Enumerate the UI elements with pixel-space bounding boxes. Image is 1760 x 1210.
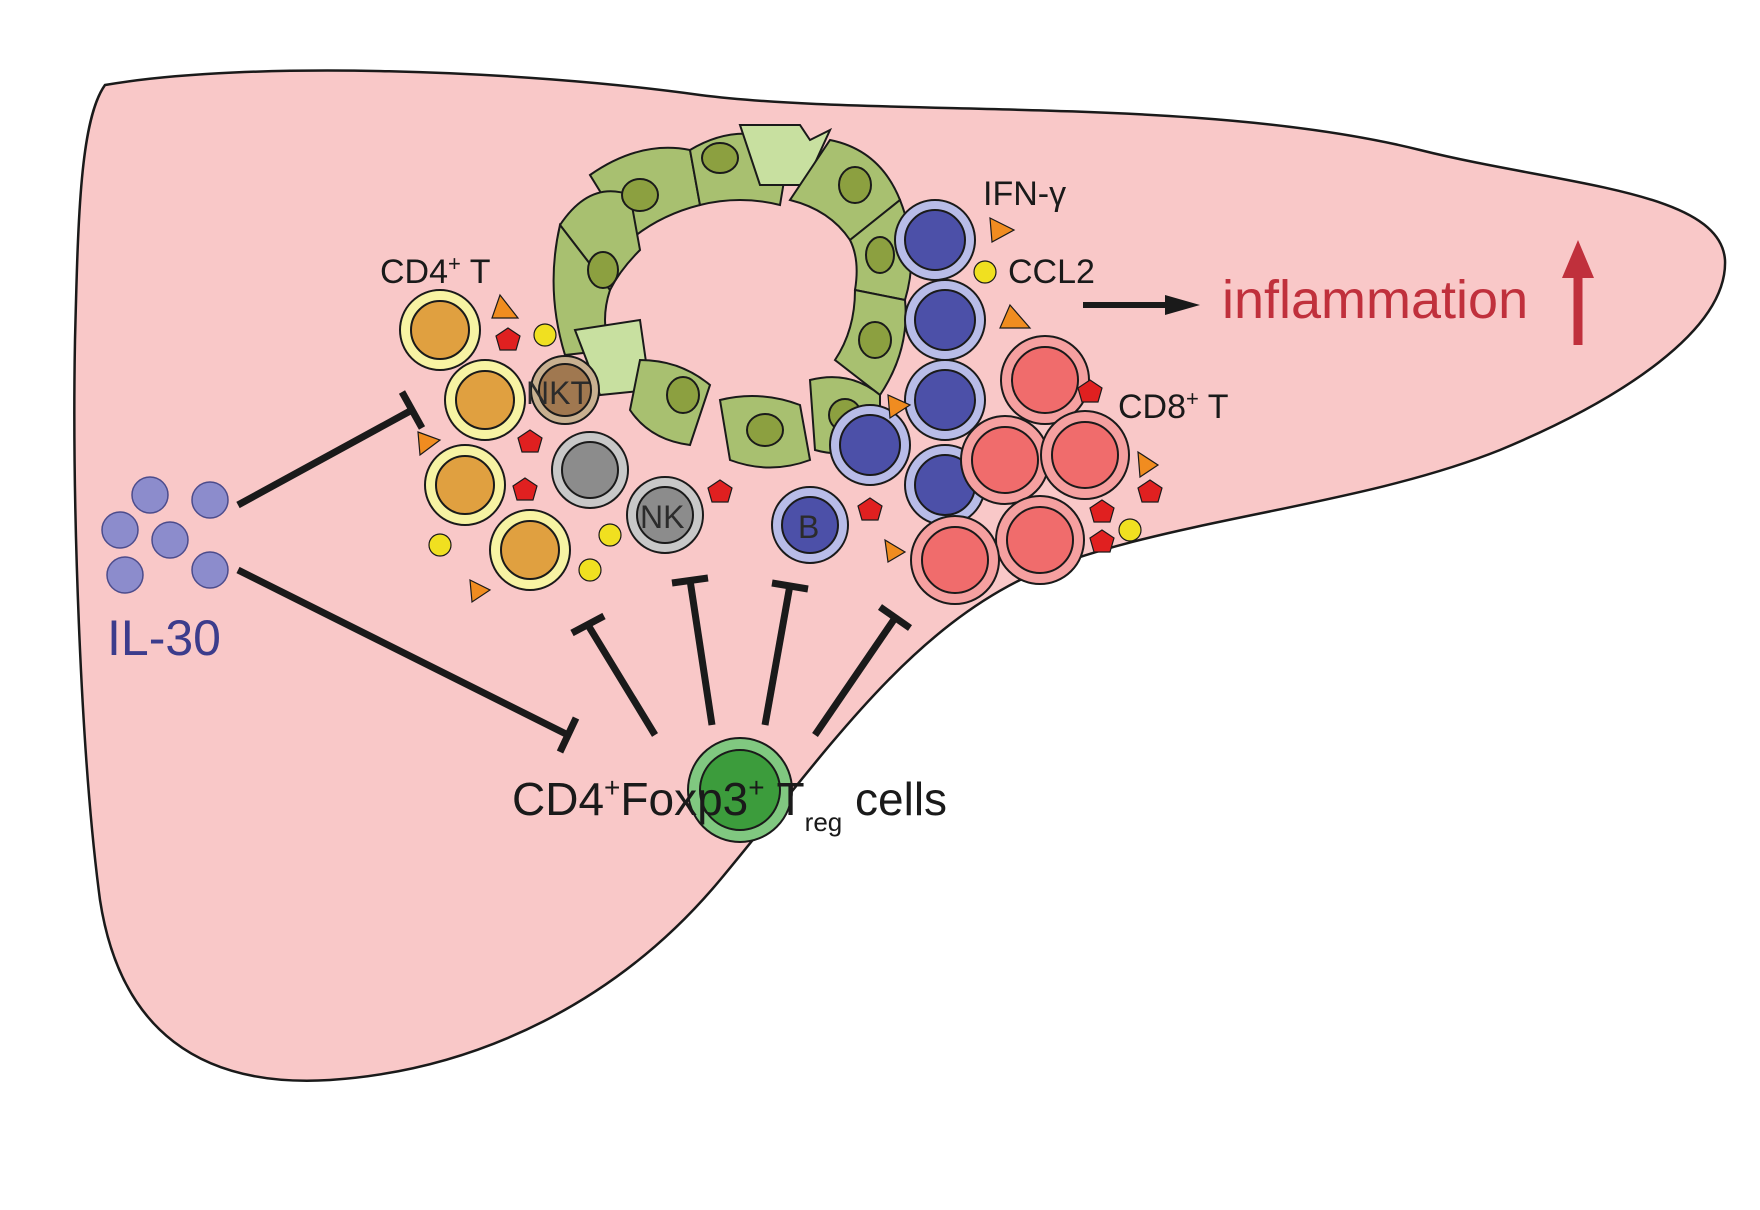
bile-nucleus	[865, 236, 895, 274]
il30-label: IL-30	[107, 610, 221, 666]
blue-cell	[829, 404, 911, 486]
treg-to-grey-tbar	[671, 574, 709, 587]
bile-cell	[738, 124, 833, 186]
pentagon-cytokine	[512, 477, 538, 501]
nkt-cell	[530, 355, 600, 425]
treg-to-nk-tbar	[570, 612, 606, 637]
grey-cell	[551, 431, 629, 509]
triangle-cytokine	[884, 538, 907, 563]
il30-to-cd4-inhibition	[236, 406, 414, 509]
cd4-t-cell	[399, 289, 481, 371]
bile-nucleus	[587, 251, 619, 289]
bile-nucleus	[746, 413, 784, 447]
treg-to-b-tbar	[771, 579, 809, 593]
il30-to-cd4-tbar	[398, 390, 426, 430]
blue-cell	[894, 199, 976, 281]
inflammation-arrow	[1083, 295, 1200, 315]
treg-to-grey-inhibition	[686, 579, 716, 726]
circle-cytokine	[428, 533, 452, 557]
il30-cluster	[101, 476, 229, 594]
ccl2-label: CCL2	[1008, 253, 1095, 291]
blue-cell	[904, 444, 986, 526]
cd8-t-cell	[1000, 335, 1090, 425]
circle-cytokine	[973, 260, 997, 284]
nk-cell	[626, 476, 704, 554]
pentagon-cytokine	[495, 327, 521, 351]
cd4-t-cell	[444, 359, 526, 441]
triangle-cytokine	[417, 431, 442, 457]
treg-to-b-inhibition	[761, 584, 794, 726]
il30-particle	[131, 476, 169, 514]
triangle-cytokine	[1137, 450, 1160, 479]
bile-nucleus	[858, 321, 892, 359]
cd8-t-cells	[910, 335, 1130, 605]
blue-cell	[904, 279, 986, 361]
nk-label: NK	[640, 499, 684, 535]
triangle-cytokine	[989, 216, 1016, 243]
cd8-t-label: CD8+ T	[1118, 386, 1229, 426]
cytokine-circles	[428, 260, 1142, 582]
bile-nucleus	[701, 142, 739, 174]
il30-particle	[191, 481, 229, 519]
treg-label: CD4+Foxp3+ Treg cells	[512, 772, 947, 837]
nkt-label: NKT	[526, 375, 590, 411]
pentagon-cytokine	[517, 429, 543, 453]
cd8-t-cell	[1040, 410, 1130, 500]
circle-cytokine	[578, 558, 602, 582]
triangle-cytokine	[887, 394, 912, 420]
bile-nucleus	[838, 166, 872, 204]
cd4-t-cells	[399, 289, 571, 591]
pentagon-cytokine	[1089, 499, 1115, 523]
cd8-t-cell	[995, 495, 1085, 585]
pentagon-cytokine	[1089, 529, 1115, 553]
cytokine-pentagons	[495, 327, 1163, 553]
triangle-cytokine	[491, 293, 520, 319]
cd4-t-cell	[424, 444, 506, 526]
treg-to-cd8-tbar	[877, 604, 913, 631]
circle-cytokine	[533, 323, 557, 347]
liver-outline	[73, 69, 1727, 1082]
il30-inhibition-lines	[236, 390, 580, 754]
cd4-t-label: CD4+ T	[380, 251, 491, 291]
cd4-t-cell	[489, 509, 571, 591]
pentagon-cytokine	[1077, 379, 1103, 403]
b-cell	[771, 486, 849, 564]
blue-cells	[829, 199, 986, 526]
cd8-t-cell	[910, 515, 1000, 605]
bile-cell	[552, 222, 612, 357]
treg-inhibition-lines	[570, 574, 913, 737]
il30-particle	[101, 511, 139, 549]
treg-to-cd8-inhibition	[812, 616, 898, 737]
pentagon-cytokine	[857, 497, 883, 521]
inflammation-label: inflammation	[1222, 270, 1528, 330]
bile-nucleus	[666, 376, 700, 414]
cd8-t-cell	[960, 415, 1050, 505]
b-label: B	[798, 509, 819, 545]
treg-to-nk-inhibition	[585, 623, 658, 737]
il30-particle	[191, 551, 229, 589]
il30-particle	[151, 521, 189, 559]
blue-cell	[904, 359, 986, 441]
inflammation-up-arrow	[1562, 240, 1594, 345]
circle-cytokine	[1118, 518, 1142, 542]
il30-to-treg-inhibition	[236, 566, 570, 739]
triangle-cytokine	[469, 578, 492, 604]
pentagon-cytokine	[707, 479, 733, 503]
pentagon-cytokine	[1137, 479, 1163, 503]
treg-cell	[687, 737, 793, 843]
triangle-cytokine	[999, 303, 1032, 329]
il30-particle	[106, 556, 144, 594]
il30-to-treg-tbar	[556, 716, 580, 754]
bile-nucleus	[621, 178, 659, 212]
bile-nuclei	[587, 142, 895, 447]
ifng-label: IFN-γ	[983, 175, 1066, 213]
cytokine-triangles	[417, 216, 1160, 604]
circle-cytokine	[598, 523, 622, 547]
